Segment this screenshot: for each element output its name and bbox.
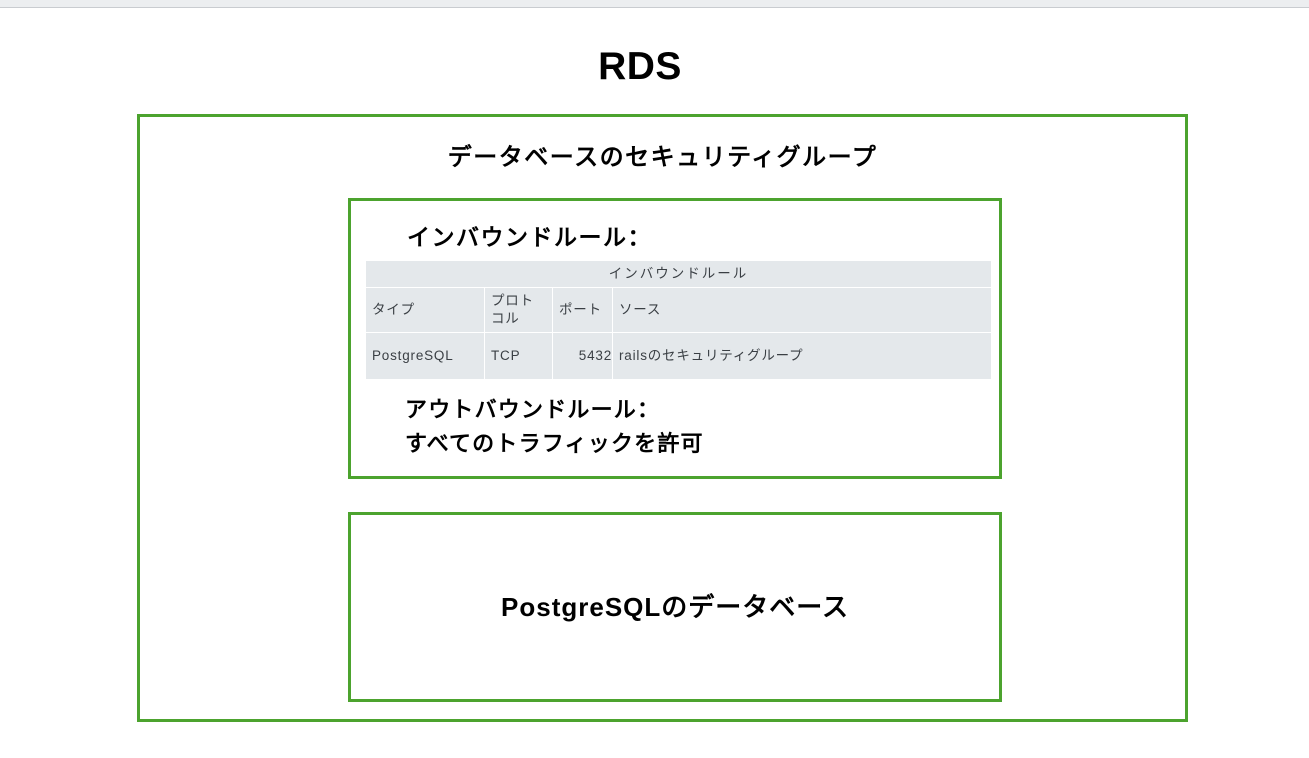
page-title: RDS (598, 45, 682, 88)
database-box: PostgreSQLのデータベース (348, 512, 1002, 702)
inbound-rules-table: インバウンドルール タイプ プロトコル ポート ソース PostgreSQL T… (365, 260, 992, 380)
rds-container-box: データベースのセキュリティグループ インバウンドルール： インバウンドルール タ… (137, 114, 1188, 722)
column-header-protocol: プロトコル (485, 288, 552, 332)
column-header-source: ソース (613, 288, 991, 332)
cell-protocol: TCP (485, 333, 552, 379)
database-label: PostgreSQLのデータベース (501, 592, 849, 622)
security-group-title: データベースのセキュリティグループ (447, 144, 878, 171)
column-header-type: タイプ (366, 288, 484, 332)
table-caption-row: インバウンドルール (366, 261, 991, 287)
cell-type: PostgreSQL (366, 333, 484, 379)
top-chrome-strip (0, 0, 1309, 8)
cell-source: railsのセキュリティグループ (613, 333, 991, 379)
outbound-rules-text: アウトバウンドルール： すべてのトラフィックを許可 (405, 397, 704, 456)
cell-port: 5432 (553, 333, 612, 379)
inbound-rules-heading: インバウンドルール： (407, 224, 652, 250)
table-header-row: タイプ プロトコル ポート ソース (366, 288, 991, 332)
inbound-table-caption: インバウンドルール (366, 261, 991, 287)
security-group-rules-box: インバウンドルール： インバウンドルール タイプ プロトコル ポート ソース (348, 198, 1002, 479)
table-row: PostgreSQL TCP 5432 railsのセキュリティグループ (366, 333, 991, 379)
column-header-port: ポート (553, 288, 612, 332)
